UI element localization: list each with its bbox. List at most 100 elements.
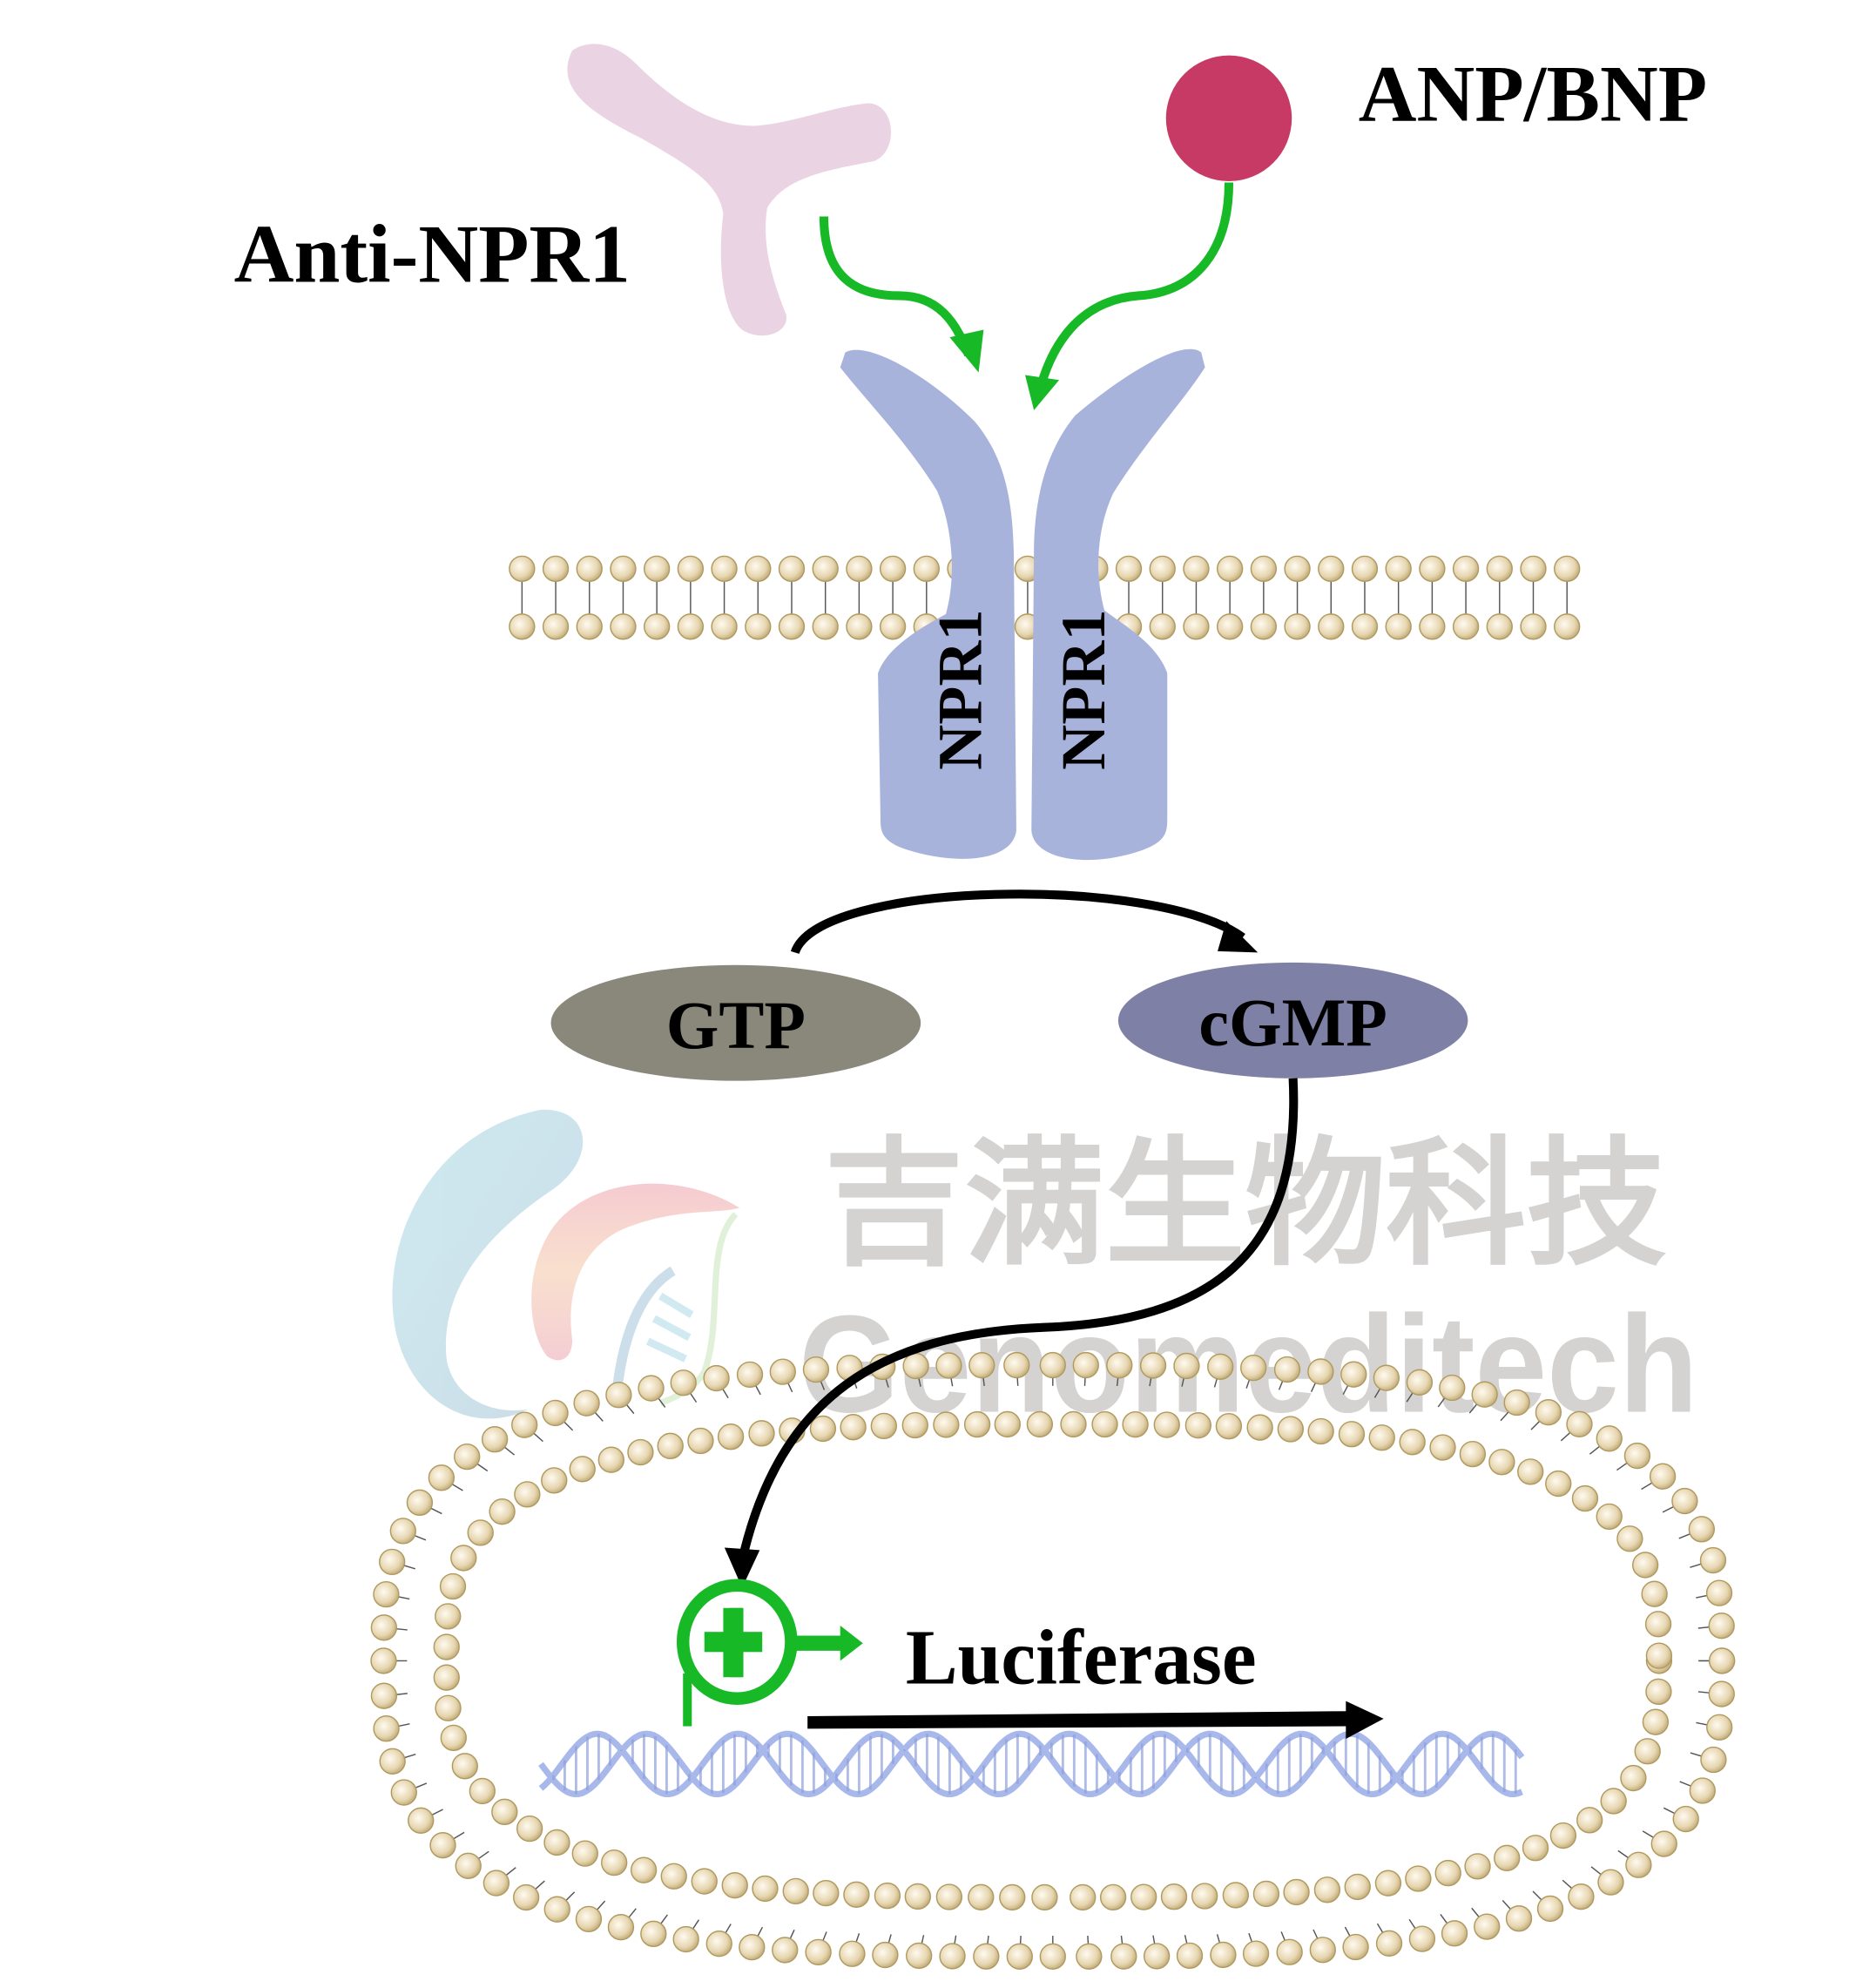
lipid-head <box>745 613 772 640</box>
lipid-head <box>874 1882 901 1910</box>
lipid-head <box>904 1883 931 1910</box>
lipid-head <box>379 1748 406 1775</box>
lipid-head <box>1099 1883 1127 1911</box>
lipid-head <box>1408 1925 1436 1952</box>
lipid-head <box>379 1548 406 1576</box>
lipid-head <box>644 555 671 583</box>
gtp-node <box>550 964 921 1081</box>
ligand-label: ANP/BNP <box>1359 50 1707 139</box>
lipid-head <box>408 1807 435 1834</box>
lipid-head <box>542 1399 569 1427</box>
lipid-head <box>1240 1354 1267 1382</box>
lipid-head <box>677 613 705 640</box>
receptor-right-label: NPR1 <box>1049 609 1118 770</box>
lipid-head <box>1130 1883 1157 1910</box>
lipid-head <box>1419 555 1446 583</box>
lipid-head <box>1689 1777 1716 1804</box>
lipid-head <box>901 1411 928 1439</box>
lipid-head <box>1276 1938 1303 1965</box>
lipid-head <box>1210 1941 1237 1969</box>
lipid-head <box>1634 1738 1661 1765</box>
lipid-head <box>843 1881 870 1909</box>
lipid-head <box>657 1432 684 1460</box>
lipid-head <box>1406 1369 1434 1396</box>
lipid-head <box>1207 1353 1234 1380</box>
lipid-head <box>1184 1412 1212 1439</box>
lipid-head <box>630 1856 658 1883</box>
lipid-head <box>511 1411 538 1438</box>
dna-helix-icon <box>538 1730 1525 1798</box>
lipid-head <box>1039 1943 1066 1970</box>
lipid-head <box>872 1941 899 1969</box>
binding-arrows <box>819 182 1234 386</box>
lipid-head <box>1115 555 1143 583</box>
lipid-head <box>1153 1411 1180 1438</box>
lipid-head <box>687 1427 714 1455</box>
gtp-label: GTP <box>666 988 806 1063</box>
transcription-arrow <box>807 1711 1349 1729</box>
lipid-head <box>802 1356 830 1383</box>
lipid-head <box>1600 1788 1627 1815</box>
lipid-head <box>1596 1503 1623 1531</box>
lipid-head <box>660 1863 687 1890</box>
lipid-head <box>1535 1399 1562 1426</box>
lipid-head <box>576 555 603 583</box>
lipid-head <box>1517 1458 1544 1485</box>
cgmp-node <box>1117 962 1468 1079</box>
lipid-head <box>1631 1552 1659 1579</box>
lipid-head <box>1307 1358 1334 1385</box>
lipid-head <box>1596 1425 1623 1452</box>
lipid-head <box>373 1580 400 1608</box>
lipid-head <box>1616 1525 1643 1552</box>
lipid-head <box>935 1352 962 1379</box>
lipid-head <box>451 1753 478 1780</box>
lipid-head <box>739 1934 766 1961</box>
lipid-head <box>644 613 671 640</box>
lipid-head <box>813 1879 840 1907</box>
lipid-head <box>1708 1680 1735 1707</box>
lipid-head <box>1070 1883 1097 1911</box>
lipid-head <box>1708 1613 1735 1640</box>
lipid-head <box>1536 1895 1564 1923</box>
lipid-head <box>809 1415 837 1443</box>
lipid-head <box>1252 1880 1280 1908</box>
antibody-icon <box>567 44 892 336</box>
lipid-head <box>1351 613 1379 640</box>
lipid-head <box>1471 1381 1498 1408</box>
lipid-head <box>1642 1708 1670 1735</box>
lipid-head <box>1246 1414 1273 1441</box>
lipid-head <box>1139 1352 1167 1379</box>
dna-strand <box>538 1730 1523 1798</box>
lipid-head <box>1554 555 1581 583</box>
lipid-head <box>576 613 603 640</box>
lipid-head <box>370 1614 398 1641</box>
lipid-head <box>870 1412 897 1440</box>
lipid-head <box>514 1481 541 1508</box>
lipid-head <box>1368 1424 1395 1451</box>
lipid-head <box>406 1489 434 1517</box>
lipid-head <box>1216 613 1244 640</box>
lipid-head <box>1283 1878 1310 1906</box>
lipid-head <box>1351 555 1379 583</box>
lipid-head <box>1277 1416 1305 1443</box>
lipid-head <box>839 1940 866 1967</box>
lipid-head <box>1623 1442 1651 1470</box>
arrowhead-icon <box>949 329 984 373</box>
lipid-head <box>1399 1429 1426 1456</box>
lipid-head <box>454 1443 481 1471</box>
nuclear-membrane <box>370 1351 1736 1970</box>
lipid-head <box>778 555 806 583</box>
lipid-head <box>748 1420 775 1447</box>
lipid-head <box>812 613 839 640</box>
lipid-head <box>370 1682 398 1709</box>
lipid-head <box>1191 1883 1218 1910</box>
lipid-head <box>1250 555 1278 583</box>
lipid-head <box>1318 613 1345 640</box>
lipid-head <box>573 1390 600 1417</box>
arrowhead-icon <box>724 1547 760 1588</box>
lipid-head <box>440 1724 467 1752</box>
arrowhead-icon <box>1025 375 1060 410</box>
lipid-head <box>1474 1913 1501 1940</box>
